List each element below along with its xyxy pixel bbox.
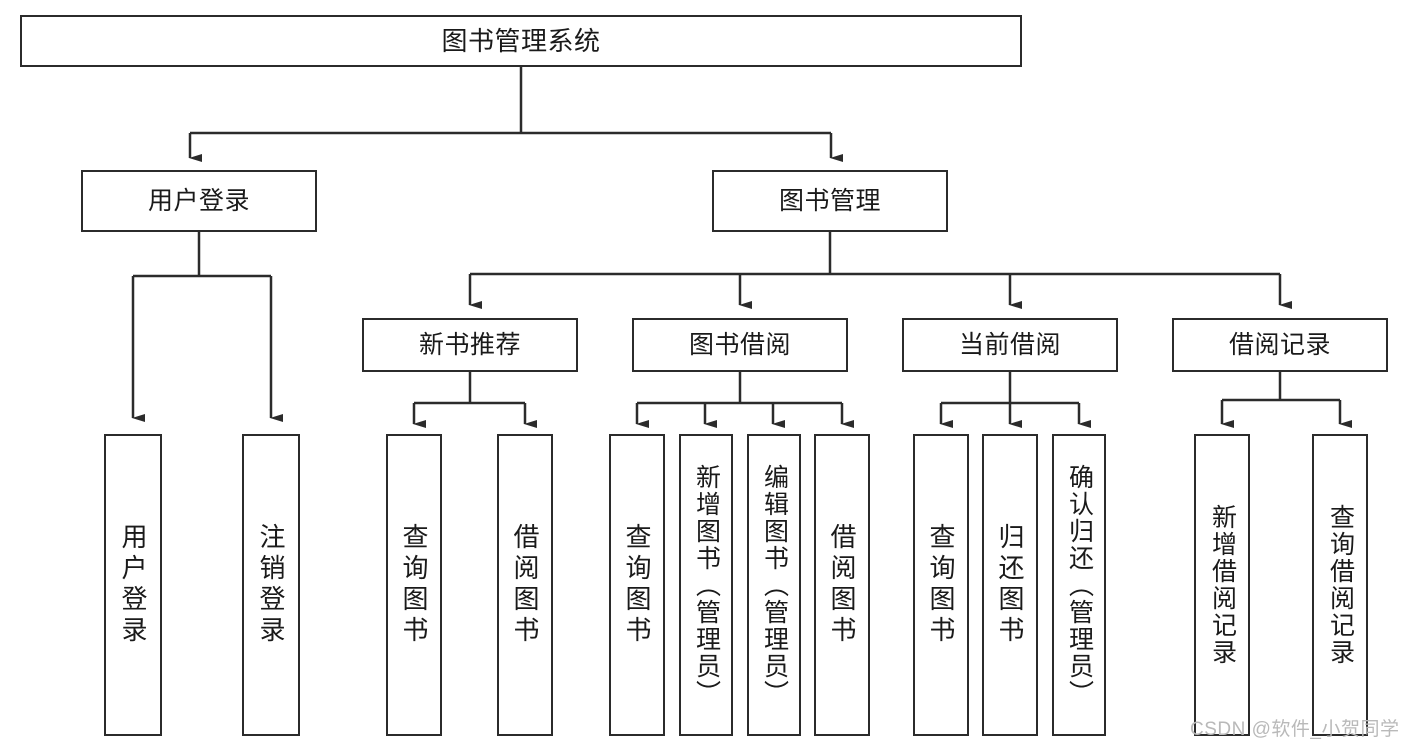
node-leaf-confirm-return[interactable]: 确认归还（管理员） — [1052, 434, 1106, 736]
node-leaf-borrow-book-1[interactable]: 借阅图书 — [497, 434, 553, 736]
node-leaf-confirm-return-label: 确认归还（管理员） — [1065, 463, 1094, 707]
node-leaf-query-book-2-label: 查询图书 — [622, 523, 652, 647]
node-user-login[interactable]: 用户登录 — [81, 170, 317, 232]
node-leaf-edit-book-label: 编辑图书（管理员） — [760, 463, 789, 707]
node-borrow-record[interactable]: 借阅记录 — [1172, 318, 1388, 372]
node-leaf-add-record[interactable]: 新增借阅记录 — [1194, 434, 1250, 736]
node-leaf-query-record-label: 查询借阅记录 — [1326, 504, 1355, 666]
node-leaf-borrow-book-2-label: 借阅图书 — [827, 523, 857, 647]
node-leaf-return-book-label: 归还图书 — [995, 523, 1025, 647]
node-borrow-record-label: 借阅记录 — [1228, 330, 1331, 359]
watermark: CSDN @软件_小贺同学 — [1190, 719, 1400, 740]
node-leaf-query-book-1[interactable]: 查询图书 — [386, 434, 442, 736]
node-new-book-recommend[interactable]: 新书推荐 — [362, 318, 578, 372]
node-leaf-query-book-3-label: 查询图书 — [926, 523, 956, 647]
node-leaf-borrow-book-1-label: 借阅图书 — [510, 523, 540, 647]
node-book-management-label: 图书管理 — [778, 186, 881, 215]
node-book-management[interactable]: 图书管理 — [712, 170, 948, 232]
node-leaf-borrow-book-2[interactable]: 借阅图书 — [814, 434, 870, 736]
node-leaf-query-book-1-label: 查询图书 — [399, 523, 429, 647]
node-user-login-label: 用户登录 — [147, 186, 250, 215]
node-root-label: 图书管理系统 — [441, 26, 601, 56]
node-leaf-return-book[interactable]: 归还图书 — [982, 434, 1038, 736]
node-new-book-recommend-label: 新书推荐 — [418, 330, 521, 359]
node-leaf-add-book[interactable]: 新增图书（管理员） — [679, 434, 733, 736]
node-leaf-query-book-3[interactable]: 查询图书 — [913, 434, 969, 736]
node-current-borrow[interactable]: 当前借阅 — [902, 318, 1118, 372]
node-leaf-add-record-label: 新增借阅记录 — [1208, 504, 1237, 666]
node-leaf-logout-login[interactable]: 注销登录 — [242, 434, 300, 736]
node-book-borrow-label: 图书借阅 — [688, 330, 791, 359]
node-current-borrow-label: 当前借阅 — [958, 330, 1061, 359]
node-leaf-query-record[interactable]: 查询借阅记录 — [1312, 434, 1368, 736]
node-leaf-edit-book[interactable]: 编辑图书（管理员） — [747, 434, 801, 736]
node-leaf-user-login[interactable]: 用户登录 — [104, 434, 162, 736]
node-leaf-user-login-label: 用户登录 — [118, 523, 148, 647]
node-leaf-add-book-label: 新增图书（管理员） — [692, 463, 721, 707]
node-book-borrow[interactable]: 图书借阅 — [632, 318, 848, 372]
node-leaf-query-book-2[interactable]: 查询图书 — [609, 434, 665, 736]
node-root[interactable]: 图书管理系统 — [20, 15, 1022, 67]
node-leaf-logout-login-label: 注销登录 — [256, 523, 286, 647]
